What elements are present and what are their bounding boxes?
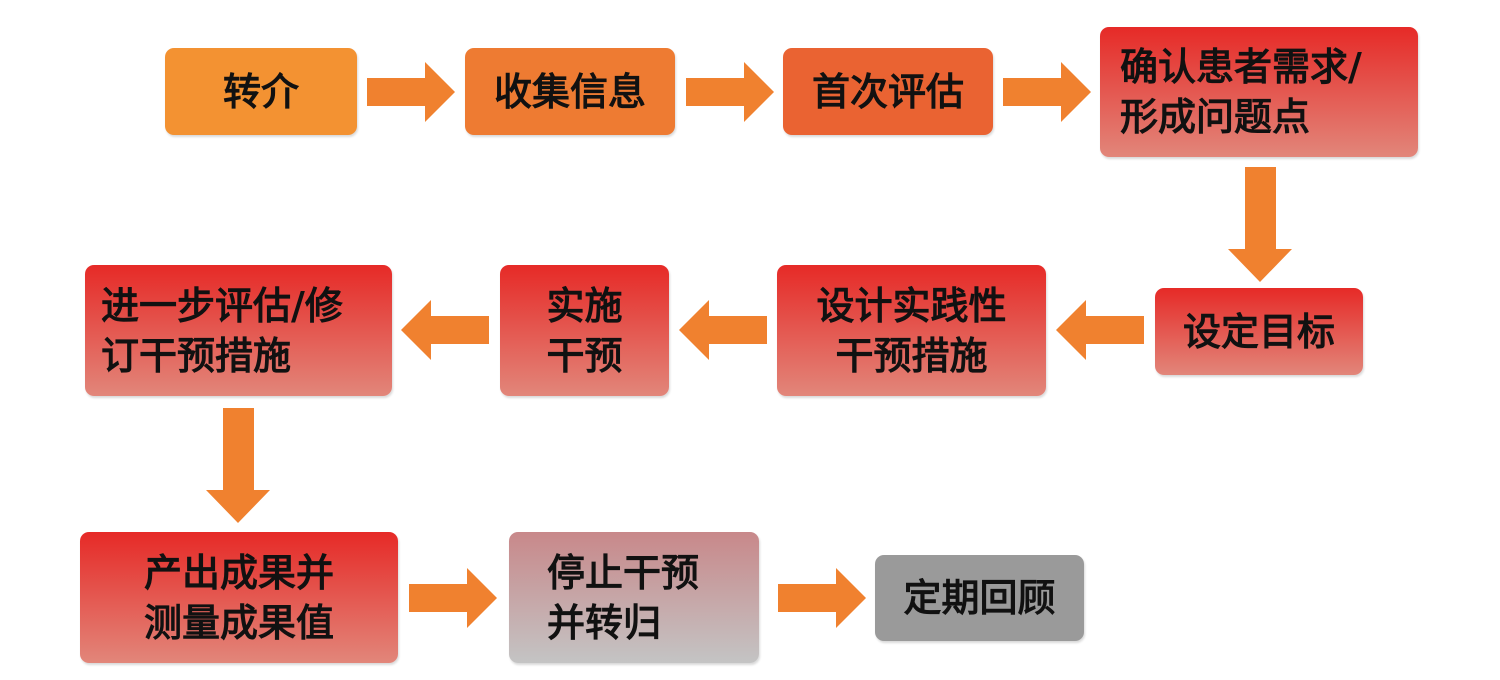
- arrow-left-icon: [679, 300, 767, 360]
- step-label: 停止干预 并转归: [547, 549, 700, 645]
- arrow-right-icon: [1003, 62, 1091, 122]
- step-label: 收集信息: [493, 68, 646, 114]
- step-stop-intervention: 停止干预 并转归: [509, 532, 759, 663]
- step-periodic-review: 定期回顾: [875, 555, 1084, 641]
- step-initial-assessment: 首次评估: [783, 48, 993, 135]
- arrow-left-icon: [401, 300, 489, 360]
- step-reassess: 进一步评估/修 订干预措施: [85, 265, 392, 396]
- step-implement: 实施 干预: [500, 265, 669, 396]
- step-set-goals: 设定目标: [1155, 288, 1363, 375]
- step-label: 定期回顾: [903, 575, 1056, 620]
- step-outcomes: 产出成果并 测量成果值: [80, 532, 398, 663]
- step-referral: 转介: [165, 48, 357, 135]
- arrow-right-icon: [778, 568, 866, 628]
- step-collect-info: 收集信息: [465, 48, 675, 135]
- arrow-right-icon: [409, 568, 497, 628]
- step-label: 产出成果并 测量成果值: [143, 549, 334, 645]
- step-label: 设计实践性 干预措施: [816, 282, 1007, 378]
- arrow-left-icon: [1056, 300, 1144, 360]
- step-label: 实施 干预: [546, 282, 623, 378]
- arrow-right-icon: [367, 62, 455, 122]
- arrow-down-icon: [206, 408, 270, 523]
- step-label: 设定目标: [1182, 308, 1335, 354]
- arrow-right-icon: [686, 62, 774, 122]
- step-label: 首次评估: [811, 68, 964, 114]
- step-label: 确认患者需求/ 形成问题点: [1120, 44, 1362, 139]
- arrow-down-icon: [1228, 167, 1292, 282]
- step-design-intervention: 设计实践性 干预措施: [777, 265, 1046, 396]
- step-label: 进一步评估/修 订干预措施: [101, 282, 343, 378]
- step-confirm-needs: 确认患者需求/ 形成问题点: [1100, 27, 1418, 157]
- step-label: 转介: [222, 68, 299, 114]
